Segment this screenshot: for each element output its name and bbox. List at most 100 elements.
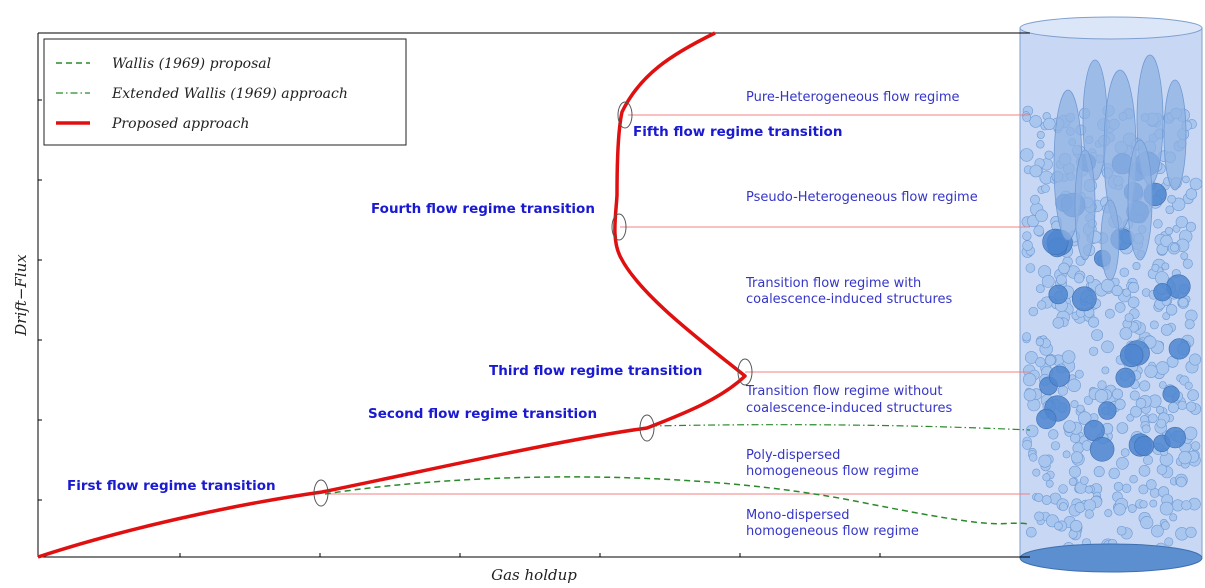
bubble bbox=[1044, 150, 1054, 160]
bubble bbox=[1189, 353, 1202, 366]
bubble bbox=[1159, 501, 1174, 516]
transition-marker-3 bbox=[737, 358, 753, 386]
legend-label-extended-wallis: Extended Wallis (1969) approach bbox=[111, 86, 348, 102]
bubble bbox=[1035, 357, 1046, 368]
bubble bbox=[1071, 451, 1084, 464]
bubble bbox=[1029, 115, 1042, 128]
plot-frame bbox=[37, 32, 1030, 558]
bubble bbox=[1138, 484, 1149, 495]
bubble bbox=[1113, 503, 1126, 516]
large-bubble bbox=[1115, 367, 1136, 388]
bubble bbox=[1119, 267, 1130, 277]
bubble bbox=[1022, 332, 1032, 342]
bubble bbox=[1116, 525, 1127, 536]
bubble bbox=[1127, 296, 1140, 309]
bubble bbox=[1035, 209, 1048, 223]
regime-label-pure-heterogeneous: Pure-Heterogeneous flow regime bbox=[746, 90, 960, 105]
regime-label-transition-without-line-1: Transition flow regime without bbox=[745, 384, 943, 399]
bubble bbox=[1111, 285, 1123, 297]
regime-label-pseudo-heterogeneous: Pseudo-Heterogeneous flow regime bbox=[746, 190, 978, 205]
bubble bbox=[1185, 188, 1198, 200]
bubble bbox=[1077, 411, 1092, 425]
large-bubble bbox=[1089, 436, 1115, 462]
bubble bbox=[1128, 281, 1140, 293]
bubble bbox=[1041, 184, 1050, 193]
large-bubble bbox=[1164, 426, 1186, 449]
bubble bbox=[1116, 456, 1129, 470]
bubble bbox=[1022, 240, 1033, 251]
large-bubble bbox=[1153, 283, 1172, 302]
bubble bbox=[1094, 389, 1109, 403]
bubble bbox=[1181, 500, 1192, 511]
regime-labels: Pure-Heterogeneous flow regime Pseudo-He… bbox=[745, 90, 978, 539]
bubble bbox=[1149, 320, 1159, 330]
bubble bbox=[1169, 513, 1178, 522]
bubble bbox=[1022, 373, 1037, 387]
transition-label-5: Fifth flow regime transition bbox=[633, 124, 842, 140]
transition-label-4: Fourth flow regime transition bbox=[371, 201, 595, 217]
bubble bbox=[1101, 366, 1110, 375]
bubble bbox=[1022, 439, 1032, 450]
bubble bbox=[1034, 493, 1044, 503]
large-bubble bbox=[1119, 343, 1144, 368]
bubble bbox=[1038, 454, 1052, 468]
transition-markers bbox=[313, 101, 753, 507]
bubble bbox=[1041, 274, 1055, 288]
legend-item-wallis: Wallis (1969) proposal bbox=[56, 56, 271, 72]
bubble bbox=[1178, 297, 1189, 308]
bubble bbox=[1129, 390, 1140, 401]
bubble bbox=[1041, 495, 1052, 505]
large-bubble bbox=[1048, 284, 1068, 305]
bubble bbox=[1151, 263, 1160, 272]
bubble bbox=[1185, 401, 1197, 412]
bubble bbox=[1140, 516, 1154, 530]
bubble bbox=[1156, 464, 1168, 475]
bubble bbox=[1130, 405, 1142, 418]
bubble bbox=[1073, 273, 1085, 284]
bubble bbox=[1061, 350, 1076, 364]
bubble bbox=[1068, 477, 1077, 486]
bubble bbox=[1054, 521, 1063, 531]
bubble bbox=[1022, 113, 1031, 122]
bubble bbox=[1029, 164, 1043, 178]
bubble bbox=[1025, 351, 1038, 364]
bubble bbox=[1058, 484, 1068, 494]
bubble bbox=[1097, 380, 1107, 390]
legend-box bbox=[43, 38, 407, 146]
bubble bbox=[1175, 216, 1188, 229]
bubble bbox=[1182, 258, 1193, 269]
bubble bbox=[1185, 221, 1196, 232]
regime-label-mono-dispersed-line-2: homogeneous flow regime bbox=[746, 524, 919, 539]
transition-label-1: First flow regime transition bbox=[67, 478, 276, 494]
regime-label-transition-with-line-1: Transition flow regime with bbox=[745, 276, 921, 291]
bubble bbox=[1180, 252, 1189, 260]
bubble bbox=[1044, 354, 1056, 366]
large-gas-structures bbox=[1053, 54, 1187, 281]
bubble bbox=[1139, 380, 1151, 392]
bubble-column bbox=[1019, 16, 1203, 573]
bubble bbox=[1165, 304, 1178, 316]
bubble bbox=[1093, 466, 1105, 478]
legend-label-proposed: Proposed approach bbox=[111, 116, 249, 132]
large-bubble bbox=[1162, 385, 1180, 403]
bubble bbox=[1122, 288, 1131, 297]
bubble bbox=[1183, 426, 1198, 440]
bubble bbox=[1026, 526, 1037, 538]
bubble bbox=[1156, 418, 1167, 429]
axis-ticks bbox=[38, 99, 881, 557]
bubble bbox=[1148, 413, 1158, 424]
large-bubble bbox=[1036, 408, 1057, 430]
bubble bbox=[1063, 420, 1076, 433]
bubble bbox=[1035, 337, 1045, 347]
bubble bbox=[1084, 485, 1093, 494]
bubble bbox=[1088, 316, 1100, 328]
gas-structure bbox=[1127, 139, 1153, 261]
bubble bbox=[1070, 519, 1083, 532]
bubble bbox=[1168, 402, 1179, 413]
bubble bbox=[1028, 453, 1038, 462]
bubble bbox=[1114, 302, 1126, 313]
legend-label-wallis: Wallis (1969) proposal bbox=[112, 56, 271, 72]
regime-label-transition-without-line-2: coalescence-induced structures bbox=[746, 401, 953, 416]
bubble bbox=[1178, 451, 1192, 465]
bubble bbox=[1042, 473, 1051, 482]
